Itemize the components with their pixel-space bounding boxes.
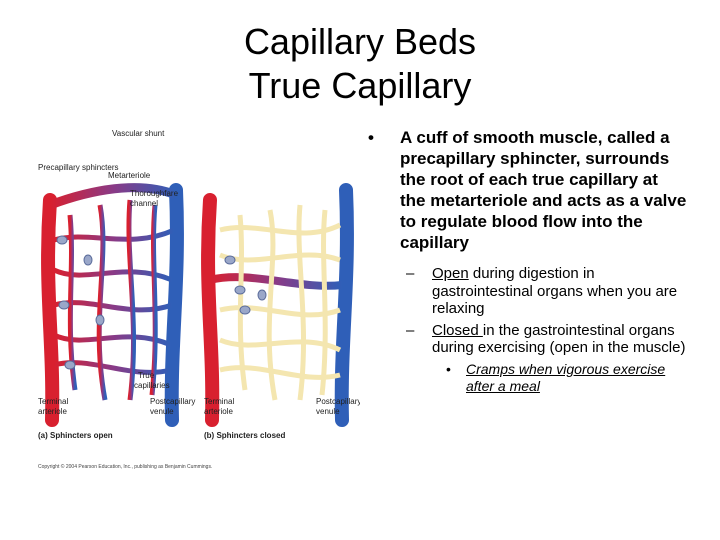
label-precapillary-sphincters: Precapillary sphincters bbox=[38, 163, 118, 172]
sub-bullet-open: – Open during digestion in gastrointesti… bbox=[406, 265, 688, 318]
bullet-marker: • bbox=[368, 128, 374, 147]
panel-a-sphincters-open: Vascular shunt Precapillary sphincters M… bbox=[38, 129, 195, 440]
label-arteriole-b: arteriole bbox=[204, 407, 233, 416]
label-terminal-b: Terminal bbox=[204, 397, 234, 406]
sub-bullet-closed-text: in the gastrointestinal organs during ex… bbox=[432, 321, 686, 357]
capillary-bed-diagram: Vascular shunt Precapillary sphincters M… bbox=[38, 129, 361, 470]
label-venule-b: venule bbox=[316, 407, 340, 416]
sub-bullet-open-text: during digestion in gastrointestinal org… bbox=[432, 265, 678, 317]
slide-title: Capillary Beds True Capillary bbox=[0, 20, 720, 108]
dash-marker: – bbox=[406, 265, 415, 282]
panel-b-sphincters-closed: Terminal arteriole Postcapillary venule … bbox=[201, 183, 361, 440]
main-bullet: • A cuff of smooth muscle, called a prec… bbox=[368, 127, 688, 253]
copyright: Copyright © 2004 Pearson Education, Inc.… bbox=[38, 463, 212, 470]
caption-b: (b) Sphincters closed bbox=[204, 431, 285, 440]
main-bullet-text: A cuff of smooth muscle, called a precap… bbox=[400, 128, 687, 252]
label-terminal-a: Terminal bbox=[38, 397, 68, 406]
sub-sub-bullet-cramps: • Cramps when vigorous exercise after a … bbox=[446, 361, 688, 395]
capillary-bed-figure: Vascular shunt Precapillary sphincters M… bbox=[30, 120, 361, 480]
label-thoroughfare: Thoroughfare bbox=[130, 189, 179, 198]
label-postcapillary-b: Postcapillary bbox=[316, 397, 360, 406]
label-channel: channel bbox=[130, 199, 158, 208]
keyword-closed: Closed bbox=[432, 321, 483, 339]
label-venule-a: venule bbox=[150, 407, 174, 416]
label-true: True bbox=[138, 371, 155, 380]
slide-body: • A cuff of smooth muscle, called a prec… bbox=[368, 127, 688, 395]
label-arteriole-a: arteriole bbox=[38, 407, 67, 416]
title-line-2: True Capillary bbox=[248, 65, 472, 106]
label-postcapillary-a: Postcapillary bbox=[150, 397, 195, 406]
dash-marker: – bbox=[406, 321, 415, 339]
sub-bullet-closed: – Closed in the gastrointestinal organs … bbox=[406, 322, 688, 357]
keyword-open: Open bbox=[432, 265, 469, 282]
label-vascular-shunt: Vascular shunt bbox=[112, 129, 165, 138]
caption-a: (a) Sphincters open bbox=[38, 431, 113, 440]
title-line-1: Capillary Beds bbox=[243, 21, 477, 62]
sub-sub-bullet-text: Cramps when vigorous exercise after a me… bbox=[466, 360, 666, 394]
label-capillaries: capillaries bbox=[134, 381, 170, 390]
sub-bullets: – Open during digestion in gastrointesti… bbox=[406, 265, 688, 395]
dot-marker: • bbox=[446, 360, 451, 377]
label-metarteriole: Metarteriole bbox=[108, 171, 151, 180]
